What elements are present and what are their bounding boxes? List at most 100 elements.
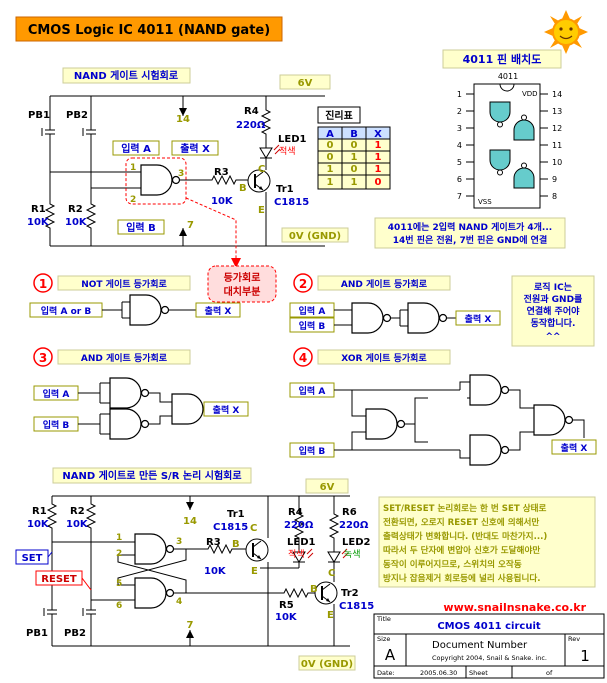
sun-logo <box>544 10 588 54</box>
tr1-pin-e: E <box>258 205 265 216</box>
sr-tr2-label: Tr2 <box>341 588 359 599</box>
output-x-box <box>171 140 219 156</box>
output-x-label: 출력 X <box>180 142 210 155</box>
eq-xor-num: 4 <box>299 351 307 365</box>
tr1-label: Tr1 <box>276 184 294 195</box>
truth-table-title-box <box>317 106 361 124</box>
r2-label: R2 <box>68 204 83 215</box>
sr-tr2-pin-b: B <box>310 584 318 595</box>
r1-value: 10K <box>27 217 50 228</box>
eq-xor-nand1 <box>365 408 406 440</box>
eq-not-num: 1 <box>39 277 47 291</box>
test-circuit-title-box <box>62 67 191 84</box>
eq-and2-title: AND 게이트 등가회로 <box>81 352 168 364</box>
ic-pin-number-9: 9 <box>552 175 557 184</box>
ic-pin-number-5: 5 <box>457 158 462 167</box>
ic-pin-number-10: 10 <box>552 158 562 167</box>
r4-label: R4 <box>244 106 259 117</box>
tb-size-label: Size <box>377 635 390 643</box>
eq-xor-input-a: 입력 A <box>299 385 326 397</box>
sr-r4-value: 220Ω <box>284 520 314 531</box>
tb-of-label: of <box>546 669 553 677</box>
sr-r6-resistor <box>329 509 339 543</box>
sr-r2-label: R2 <box>70 506 85 517</box>
tt-r3-x: 1 <box>375 164 382 175</box>
eq-xor-nand4 <box>533 404 574 436</box>
sr-pin7-arrow <box>186 630 194 638</box>
sr-nand-top <box>134 533 175 565</box>
eq-xor-nand3 <box>469 434 510 466</box>
pinout-note-box <box>374 217 566 249</box>
title-block <box>373 613 605 679</box>
led1-symbol <box>259 144 281 159</box>
eq-and2-output: 출력 X <box>213 404 240 416</box>
tb-rev-label: Rev <box>568 635 580 643</box>
sr-tr2-pin-e: E <box>327 610 334 621</box>
pb1-label: PB1 <box>28 110 50 121</box>
logic-note-box <box>511 275 595 347</box>
r3-value: 10K <box>211 196 234 207</box>
pinout-note-line1: 4011에는 2입력 NAND 게이트가 4개... <box>388 221 552 233</box>
sr-pb2-switch <box>82 599 97 625</box>
pin7-arrow <box>179 228 187 236</box>
eq-and2-section: 3 AND 게이트 등가회로 입력 A 입력 B 출력 X <box>33 347 249 440</box>
eq-and1-input-b: 입력 B <box>299 320 326 332</box>
sr-r3-value: 10K <box>204 566 227 577</box>
tt-head-x: X <box>374 129 382 140</box>
ic-pin-number-2: 2 <box>457 107 462 116</box>
sr-tr2-part: C1815 <box>339 601 374 612</box>
sr-pin7-label: 7 <box>187 620 194 631</box>
tb-doc-label: Document Number <box>432 640 528 651</box>
tt-r1-x: 1 <box>375 140 382 151</box>
ic-pin-number-8: 8 <box>552 192 557 201</box>
sr-r5-label: R5 <box>279 600 294 611</box>
sr-r5-value: 10K <box>275 612 298 623</box>
vcc-label-box <box>279 74 331 90</box>
truth-table: A B X 0 0 1 0 1 1 1 0 1 1 1 0 <box>317 126 391 190</box>
tt-r2-a: 0 <box>327 152 334 163</box>
sr-wiring <box>51 495 350 647</box>
sr-tr1-label: Tr1 <box>227 509 245 520</box>
sr-r6-label: R6 <box>342 507 357 518</box>
r4-value: 220Ω <box>236 120 266 131</box>
ic-pin-number-14: 14 <box>552 90 562 99</box>
ic-pin-number-1: 1 <box>457 90 462 99</box>
set-label: SET <box>22 553 43 564</box>
gate-out-label: 3 <box>178 169 184 179</box>
r1-label: R1 <box>31 204 46 215</box>
sr-title: NAND 게이트로 만든 S/R 논리 시험회로 <box>62 469 241 482</box>
logic-note-line4: 동작합니다. <box>531 317 576 329</box>
sr-r4-label: R4 <box>288 507 303 518</box>
sr-r6-value: 220Ω <box>339 520 369 531</box>
ic-pin-number-12: 12 <box>552 124 562 133</box>
led1-color: 적색 <box>279 145 296 157</box>
ic-pin-number-3: 3 <box>457 124 462 133</box>
eq-and1-input-a: 입력 A <box>299 305 326 317</box>
logic-note-line2: 전원과 GND를 <box>524 293 583 305</box>
eq-xor-section: 4 XOR 게이트 등가회로 입력 A 입력 B 출력 X <box>289 347 597 466</box>
pin7-label: 7 <box>187 220 194 231</box>
test-circuit-wiring <box>49 95 325 247</box>
gnd-label: 0V (GND) <box>289 231 341 242</box>
sr-note-line5: 동작이 이루어지므로, 스위치의 오작동 <box>383 558 522 570</box>
replace-line2: 대치부분 <box>224 285 261 298</box>
eq-and1-num: 2 <box>299 277 307 291</box>
tr1-pin-c: C <box>258 164 265 175</box>
sr-led1-label: LED1 <box>287 537 316 548</box>
sr-tr1-pin-c: C <box>250 523 257 534</box>
website-link[interactable]: www.snailnsnake.co.kr <box>443 601 586 614</box>
input-a-box <box>112 140 160 156</box>
tt-r4-b: 1 <box>351 177 358 188</box>
r3-label: R3 <box>214 167 229 178</box>
sr-title-box <box>52 467 252 484</box>
eq-and1-output: 출력 X <box>465 313 492 325</box>
sr-pb1-switch <box>43 599 58 625</box>
sr-led1-color: 적색 <box>288 548 305 560</box>
sr-led2-label: LED2 <box>342 537 371 548</box>
tt-r4-x: 0 <box>375 177 382 188</box>
sr-gate-pin6: 6 <box>116 601 122 611</box>
eq-and1-title: AND 게이트 등가회로 <box>341 278 428 290</box>
pb2-label: PB2 <box>66 110 88 121</box>
reset-label: RESET <box>41 574 77 585</box>
tt-r4-a: 1 <box>327 177 334 188</box>
